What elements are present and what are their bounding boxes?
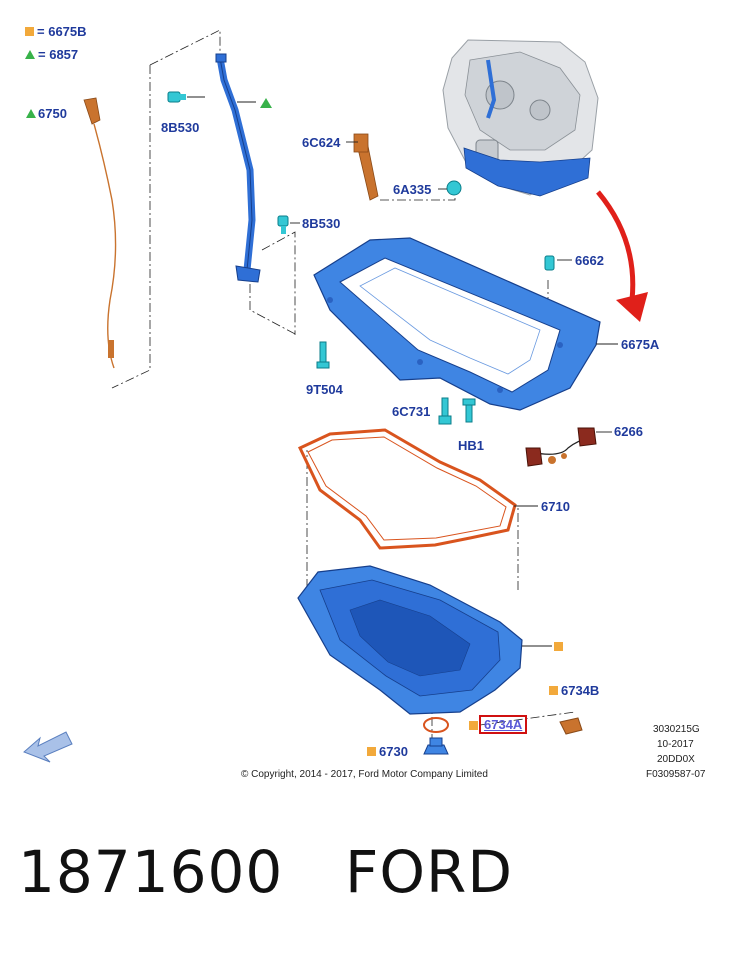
label-6266: 6266 xyxy=(614,424,643,439)
dipstick-6750 xyxy=(83,97,117,369)
label-HB1: HB1 xyxy=(458,438,485,453)
oil-sensor-6C624 xyxy=(353,133,379,201)
triangle-marker-icon xyxy=(25,50,35,59)
bolt-9T504 xyxy=(316,341,330,369)
label-ticks xyxy=(187,96,618,647)
label-6734A[interactable]: 6734A xyxy=(479,715,528,734)
highlighted-part-link[interactable]: 6734A xyxy=(479,715,528,734)
label-6C731: 6C731 xyxy=(392,404,431,419)
label-6C624: 6C624 xyxy=(302,135,341,150)
legend-square-row: = 6675B xyxy=(25,24,87,39)
washer-6734B xyxy=(559,717,583,735)
drawing-ref: 20DD0X xyxy=(657,754,695,765)
label-6734B: 6734B xyxy=(561,683,600,698)
legend-triangle-row: = 6857 xyxy=(25,47,78,62)
view-direction-arrow-icon xyxy=(23,731,73,763)
plug-6A335 xyxy=(446,180,462,196)
engine-block-illustration xyxy=(442,39,599,197)
label-6710: 6710 xyxy=(541,499,570,514)
triangle-marker-icon xyxy=(26,109,36,118)
bolt-8B530-upper xyxy=(167,91,186,103)
bolt-6C731 xyxy=(438,397,452,425)
label-6675A: 6675A xyxy=(621,337,660,352)
o-ring-6734A xyxy=(423,717,449,733)
lower-oil-pan xyxy=(297,565,523,715)
gasket-6710 xyxy=(297,428,517,550)
label-6A335: 6A335 xyxy=(393,182,432,197)
markers xyxy=(260,98,563,756)
square-marker-icon xyxy=(25,27,34,36)
part-number: 1871600 xyxy=(18,838,284,906)
label-6730: 6730 xyxy=(379,744,408,759)
drawing-figure-id: F0309587-07 xyxy=(646,769,706,780)
bolt-8B530-lower xyxy=(277,215,289,234)
bolt-HB1 xyxy=(462,398,476,423)
upper-oil-pan-6675A xyxy=(313,237,601,411)
label-6750: 6750 xyxy=(26,106,67,121)
label-6662: 6662 xyxy=(575,253,604,268)
drawing-code: 3030215G xyxy=(653,724,700,735)
label-9T504: 9T504 xyxy=(306,382,343,397)
oil-level-sensor-6266 xyxy=(525,427,597,467)
label-8B530-lower: 8B530 xyxy=(302,216,341,231)
drawing-date: 10-2017 xyxy=(657,739,694,750)
dipstick-tube xyxy=(215,53,261,283)
brand-name: FORD xyxy=(345,838,513,906)
label-8B530-upper: 8B530 xyxy=(161,120,200,135)
exploded-parts-diagram xyxy=(23,29,648,763)
stud-6662 xyxy=(544,255,555,271)
drain-plug-6730 xyxy=(423,737,449,755)
legend-triangle-code: 6857 xyxy=(49,47,79,62)
legend-square-code: 6675B xyxy=(48,24,87,39)
red-arrow-icon xyxy=(596,190,648,322)
copyright-notice: © Copyright, 2014 - 2017, Ford Motor Com… xyxy=(241,769,488,780)
